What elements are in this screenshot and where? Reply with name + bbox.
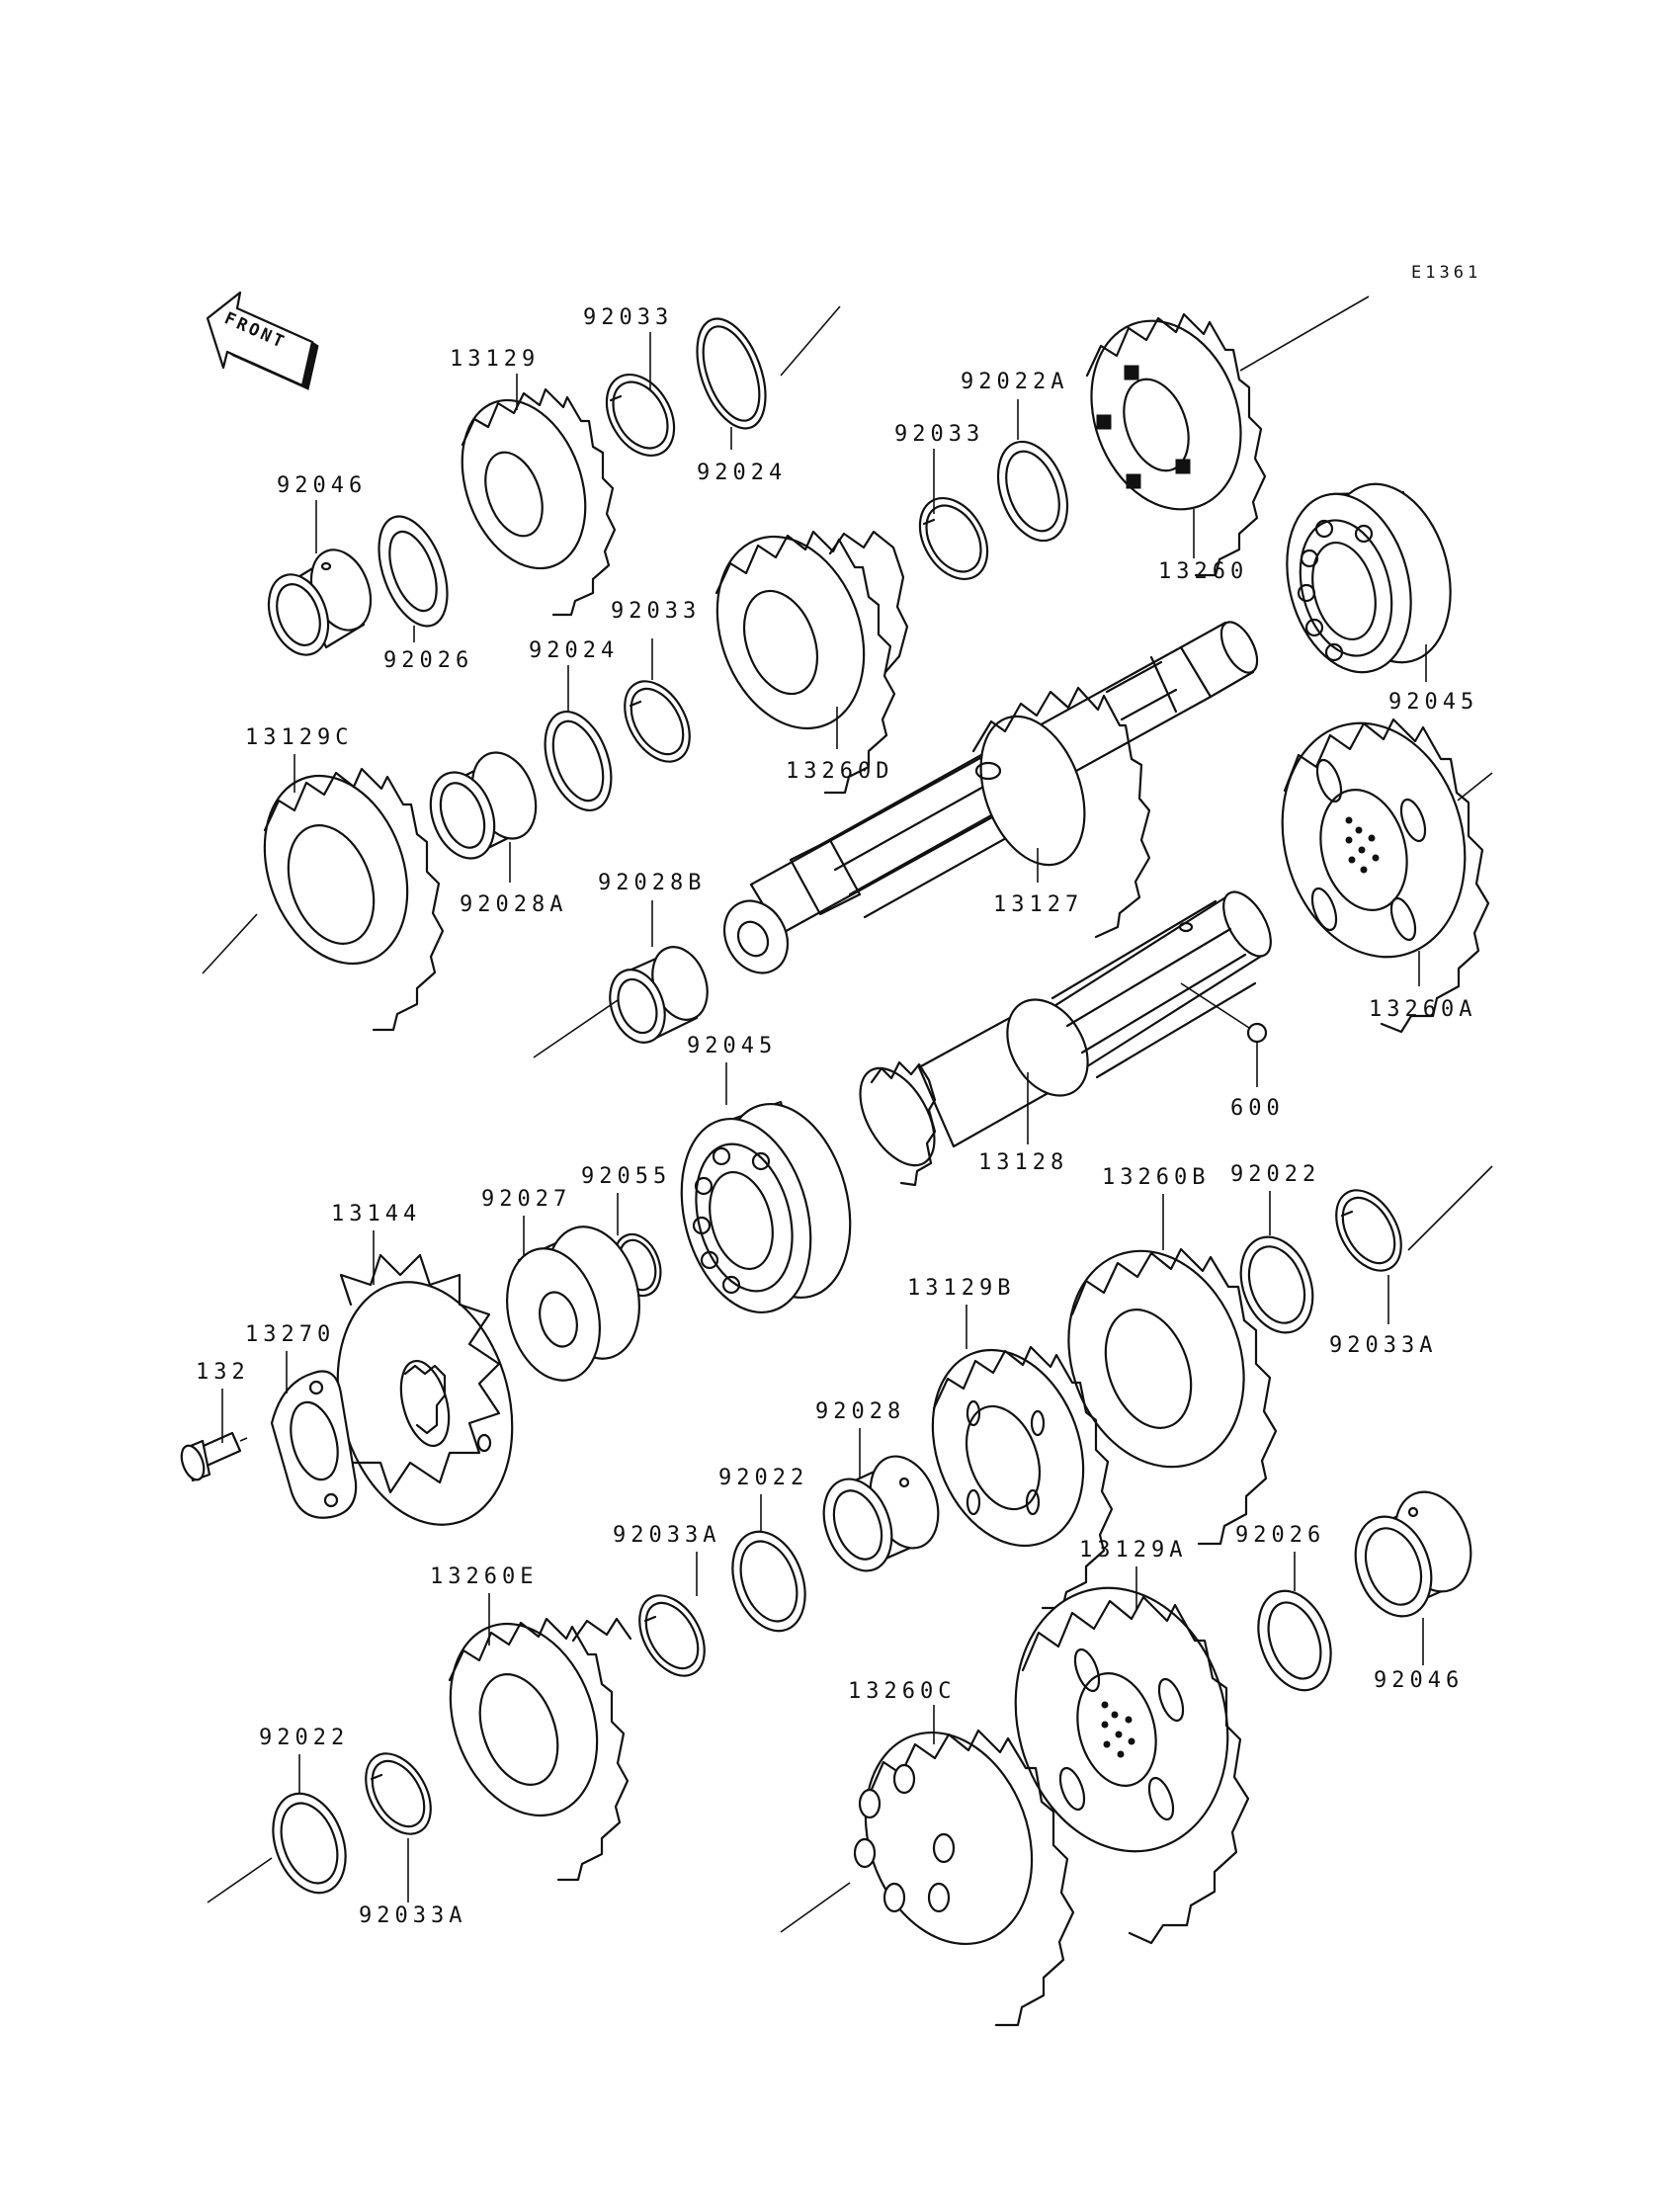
washer-92026-lower bbox=[1257, 1589, 1332, 1692]
gear-13260 bbox=[1085, 312, 1267, 577]
label-92024-top: 92024 bbox=[697, 461, 787, 485]
label-92033-middle: 92033 bbox=[894, 422, 984, 447]
label-13129C: 13129C bbox=[245, 725, 353, 750]
label-92022A: 92022A bbox=[961, 370, 1068, 394]
label-13129: 13129 bbox=[450, 347, 540, 372]
label-13260D: 13260D bbox=[786, 759, 893, 784]
axis-line bbox=[1407, 1165, 1493, 1251]
label-92028A: 92028A bbox=[460, 892, 567, 917]
label-92033A-right: 92033A bbox=[1329, 1333, 1437, 1358]
gear-13260B bbox=[1067, 1247, 1278, 1546]
axis-line bbox=[1457, 772, 1493, 802]
axis-line bbox=[533, 999, 619, 1058]
label-92028: 92028 bbox=[815, 1399, 905, 1424]
circlip-92033A-lower-left bbox=[365, 1752, 432, 1835]
label-600: 600 bbox=[1230, 1096, 1285, 1121]
plate-13270 bbox=[270, 1370, 358, 1519]
label-92027: 92027 bbox=[481, 1187, 571, 1212]
label-92055: 92055 bbox=[581, 1164, 671, 1189]
circlip-92033-lower bbox=[624, 680, 691, 763]
label-92046-lower: 92046 bbox=[1374, 1668, 1464, 1693]
circlip-92033-middle bbox=[918, 496, 989, 581]
label-13129A: 13129A bbox=[1079, 1538, 1187, 1563]
gear-13129A bbox=[1014, 1586, 1250, 1945]
gear-13127 bbox=[971, 686, 1151, 939]
circlip-92033A-middle bbox=[638, 1594, 706, 1677]
gear-13260A bbox=[1281, 718, 1490, 1034]
label-92033A-middle: 92033A bbox=[613, 1523, 720, 1548]
label-13144: 13144 bbox=[331, 1202, 421, 1226]
label-92033A-lower-left: 92033A bbox=[359, 1903, 466, 1928]
axis-line bbox=[780, 305, 841, 377]
label-92033-top: 92033 bbox=[583, 305, 673, 330]
label-92045-upper: 92045 bbox=[1388, 690, 1478, 715]
axis-line bbox=[207, 1857, 273, 1903]
circlip-92033A-right bbox=[1335, 1189, 1402, 1272]
washer-92022A bbox=[996, 440, 1069, 543]
axis-line bbox=[1239, 296, 1370, 372]
gear-13129B bbox=[931, 1345, 1114, 1610]
bushing-92028 bbox=[822, 1455, 940, 1572]
label-92045-lower: 92045 bbox=[687, 1034, 777, 1058]
ball-600 bbox=[1180, 982, 1268, 1044]
washer-92024-top bbox=[696, 317, 767, 430]
label-13128: 13128 bbox=[978, 1150, 1068, 1175]
label-13260A: 13260A bbox=[1369, 997, 1476, 1022]
circlip-92033-top bbox=[605, 373, 676, 458]
label-92022-middle: 92022 bbox=[718, 1466, 808, 1490]
label-92026-upper: 92026 bbox=[383, 648, 473, 673]
label-92022-lower-left: 92022 bbox=[259, 1726, 349, 1750]
bearing-92045-lower bbox=[680, 1100, 852, 1314]
bolt-132 bbox=[180, 1431, 248, 1482]
washer-92024-lower bbox=[544, 710, 613, 812]
axis-line bbox=[202, 913, 258, 974]
label-92028B: 92028B bbox=[598, 871, 706, 895]
gear-13129 bbox=[461, 387, 617, 617]
washer-92022-lower-left bbox=[272, 1792, 347, 1895]
gear-13129C bbox=[263, 767, 445, 1032]
gear-13260C bbox=[853, 1729, 1075, 2027]
label-92033-lower: 92033 bbox=[611, 599, 701, 624]
washer-92022-middle bbox=[731, 1530, 806, 1633]
washer-92022-right bbox=[1239, 1235, 1314, 1334]
label-132: 132 bbox=[196, 1360, 250, 1385]
label-13127: 13127 bbox=[993, 892, 1083, 917]
sprocket-13144 bbox=[336, 1253, 514, 1526]
axis-line bbox=[780, 1882, 851, 1933]
label-13260E: 13260E bbox=[430, 1564, 538, 1589]
label-13260: 13260 bbox=[1158, 559, 1248, 584]
bushing-92046-lower bbox=[1354, 1490, 1472, 1618]
label-13260C: 13260C bbox=[848, 1679, 956, 1704]
label-92024-lower: 92024 bbox=[529, 638, 619, 663]
shaft-13128 bbox=[859, 890, 1272, 1187]
label-92026-lower: 92026 bbox=[1235, 1523, 1325, 1548]
diagram-code: E1361 bbox=[1411, 263, 1481, 283]
bearing-92045-upper bbox=[1286, 482, 1452, 674]
gear-13260E bbox=[448, 1617, 632, 1882]
bushing-92046-upper bbox=[267, 549, 373, 656]
label-92046-upper: 92046 bbox=[277, 473, 367, 498]
bushing-92028B bbox=[609, 946, 709, 1044]
collar-92027 bbox=[506, 1225, 640, 1382]
label-13270: 13270 bbox=[245, 1322, 335, 1347]
front-arrow-icon: FRONT bbox=[206, 291, 319, 390]
label-92022-right: 92022 bbox=[1230, 1162, 1320, 1187]
washer-92026-upper bbox=[378, 515, 449, 628]
label-13260B: 13260B bbox=[1102, 1165, 1210, 1190]
bushing-92028A bbox=[429, 751, 538, 860]
leader-lines bbox=[221, 332, 1427, 1902]
gear-13260D bbox=[714, 530, 909, 795]
label-13129B: 13129B bbox=[907, 1276, 1015, 1301]
